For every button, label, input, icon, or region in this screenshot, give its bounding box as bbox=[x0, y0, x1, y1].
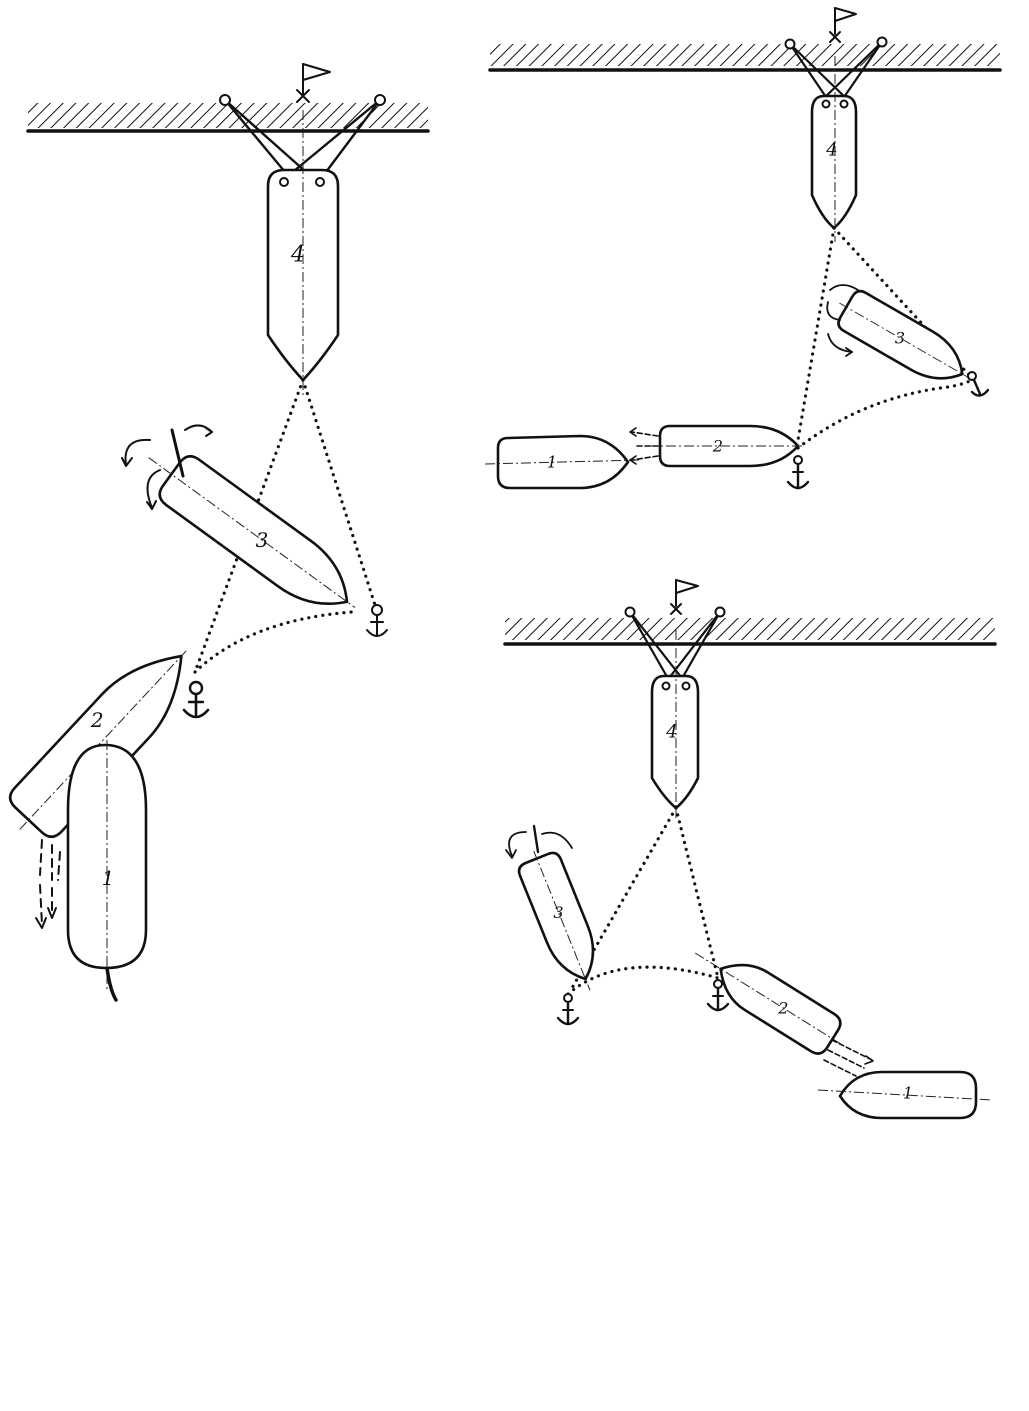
tug-3-label: 3 bbox=[256, 528, 269, 552]
bollard-icon bbox=[220, 95, 230, 105]
bottom-right-diagram: 4 3 bbox=[480, 570, 1010, 1140]
barge-4: 4 bbox=[812, 56, 856, 242]
left-panel: 4 3 bbox=[0, 0, 460, 1020]
barge-4-label: 4 bbox=[825, 140, 837, 161]
tow-line bbox=[676, 808, 718, 978]
flag-icon bbox=[830, 8, 856, 42]
top-right-diagram: 4 3 bbox=[480, 0, 1010, 510]
tug-3-label: 3 bbox=[895, 329, 905, 348]
barge-4-label: 4 bbox=[665, 722, 677, 743]
tug-1-label: 1 bbox=[102, 866, 115, 890]
tug-3: 3 bbox=[513, 843, 610, 999]
bollard-icon bbox=[786, 40, 795, 49]
tug-1: 1 bbox=[68, 740, 146, 1000]
tug-3: 3 bbox=[132, 435, 371, 630]
anchor-icon bbox=[184, 682, 208, 717]
tug-2: 2 bbox=[684, 934, 853, 1062]
tug-2-label: 2 bbox=[712, 437, 723, 456]
rotation-arrow-icon bbox=[506, 826, 572, 858]
propeller-wash-icon bbox=[36, 840, 60, 928]
flag-icon bbox=[671, 580, 698, 614]
tug-2-label: 2 bbox=[90, 708, 104, 732]
shore-hatch bbox=[490, 44, 1000, 66]
barge-4-label: 4 bbox=[290, 243, 305, 268]
bollard-icon bbox=[375, 95, 385, 105]
tug-1-label: 1 bbox=[903, 1084, 913, 1103]
barge-4: 4 bbox=[652, 630, 698, 818]
tug-2: 2 bbox=[648, 426, 805, 466]
anchor-icon bbox=[968, 372, 988, 396]
anchor-line bbox=[195, 612, 352, 672]
anchor-icon bbox=[558, 994, 578, 1024]
tug-1-label: 1 bbox=[547, 453, 557, 472]
shore-hatch bbox=[505, 618, 995, 640]
flag-icon bbox=[297, 64, 330, 102]
tug-2-label: 2 bbox=[777, 999, 788, 1018]
anchor-icon bbox=[367, 605, 387, 636]
barge-4: 4 bbox=[268, 110, 338, 395]
tug-3-label: 3 bbox=[553, 903, 563, 922]
top-right-panel: 4 3 bbox=[480, 0, 1010, 510]
propeller-wash-icon bbox=[630, 428, 658, 464]
tug-1: 1 bbox=[818, 1072, 992, 1118]
anchor-line bbox=[798, 380, 972, 448]
tug-3: 3 bbox=[828, 284, 978, 396]
bottom-right-panel: 4 3 bbox=[480, 570, 1010, 1140]
bollard-icon bbox=[626, 608, 635, 617]
bollard-icon bbox=[878, 38, 887, 47]
anchor-icon bbox=[788, 456, 808, 488]
left-diagram: 4 3 bbox=[0, 0, 460, 1020]
bollard-icon bbox=[716, 608, 725, 617]
tug-1: 1 bbox=[485, 436, 640, 488]
propeller-wash-icon bbox=[824, 1040, 873, 1076]
